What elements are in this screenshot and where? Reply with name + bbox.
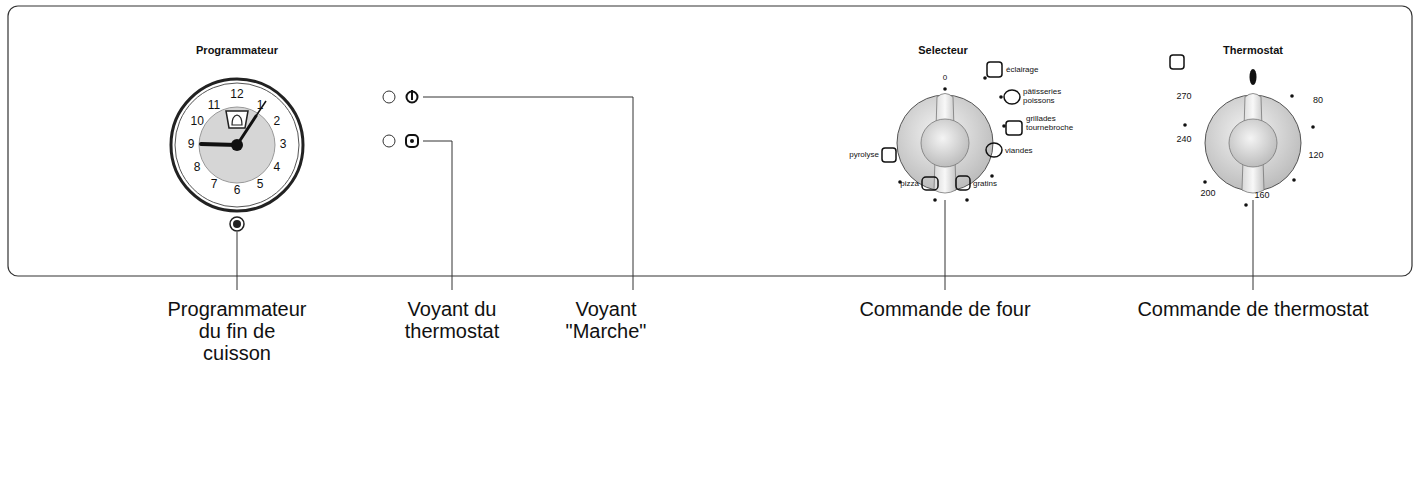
temperature-mark: 240 — [1176, 135, 1191, 145]
clock-number: 2 — [273, 115, 280, 128]
selector-knob — [882, 62, 1022, 202]
callout-label: Commande de thermostat — [1137, 298, 1368, 320]
mode-label: pizza — [900, 180, 919, 189]
mode-label: pâtisseries poissons — [1023, 88, 1073, 106]
callout-label: Commande de four — [859, 298, 1030, 320]
clock-number: 1 — [257, 99, 264, 112]
clock-number: 11 — [208, 99, 220, 112]
mode-label: gratins — [973, 180, 997, 189]
clock-number: 3 — [280, 138, 287, 151]
clock-number: 4 — [273, 161, 280, 174]
mode-label: éclairage — [1006, 66, 1038, 75]
control-panel — [8, 6, 1412, 276]
panel-heading: Programmateur — [196, 44, 278, 56]
clock-number: 10 — [190, 115, 203, 128]
callout-label: Voyant "Marche" — [560, 298, 652, 342]
leader-lines — [237, 97, 1253, 290]
clock-number: 12 — [230, 88, 243, 101]
mode-label: grillades tournebroche — [1026, 115, 1084, 133]
timer-clock — [171, 79, 303, 231]
clock-number: 6 — [234, 184, 241, 197]
mode-label: viandes — [1005, 147, 1033, 156]
clock-number: 5 — [257, 178, 264, 191]
clock-number: 9 — [188, 138, 195, 151]
temperature-mark: 160 — [1254, 191, 1269, 201]
temperature-mark: 80 — [1313, 96, 1323, 106]
temperature-mark: 270 — [1176, 92, 1191, 102]
indicator-lights — [383, 90, 418, 147]
mode-label: pyrolyse — [849, 151, 879, 160]
callout-label: Voyant du thermostat — [386, 298, 518, 342]
dial-mark: 0 — [943, 74, 947, 83]
panel-heading: Selecteur — [918, 44, 968, 56]
temperature-mark: 200 — [1200, 189, 1215, 199]
panel-heading: Thermostat — [1223, 44, 1283, 56]
callout-label: Programmateur du fin de cuisson — [165, 298, 310, 364]
clock-number: 8 — [194, 161, 201, 174]
thermostat-knob — [1170, 55, 1315, 207]
clock-number: 7 — [211, 178, 218, 191]
temperature-mark: 120 — [1308, 151, 1323, 161]
